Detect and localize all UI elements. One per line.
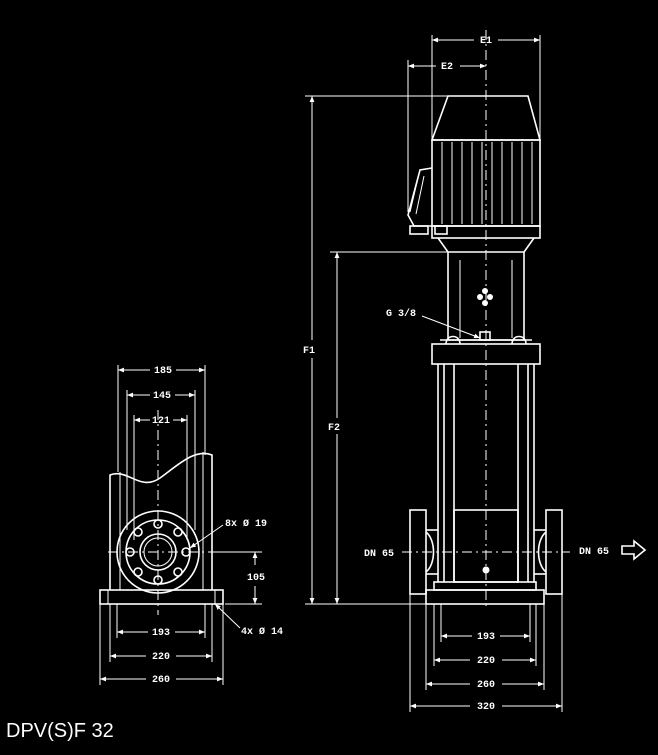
left-dim-105: 105 [247, 573, 265, 584]
left-dim-260: 260 [152, 675, 170, 686]
outlet-dn-label: DN 65 [579, 547, 609, 558]
motor-cooling-fins [441, 142, 533, 224]
right-dim-193: 193 [477, 632, 495, 643]
left-bolt-holes-label: 8x Ø 19 [225, 518, 267, 530]
left-pump-body [109, 452, 213, 590]
dim-E1: E1 [480, 36, 492, 47]
left-dim-145: 145 [153, 391, 171, 402]
left-base-holes-label: 4x Ø 14 [241, 626, 283, 638]
dim-E2: E2 [441, 62, 453, 73]
right-view: E1 E2 F1 F2 G 3/8 DN 65 DN 65 193 [303, 30, 647, 713]
right-dim-320: 320 [477, 702, 495, 713]
port-G-label: G 3/8 [386, 308, 416, 320]
coupling-symbol [477, 288, 493, 306]
flow-direction-arrow-icon [621, 539, 647, 561]
left-dim-121: 121 [152, 416, 170, 427]
left-dim-185: 185 [154, 366, 172, 377]
left-flange-bolt-holes [125, 519, 191, 585]
left-base [99, 589, 224, 605]
left-dim-193: 193 [152, 628, 170, 639]
dim-F1: F1 [303, 346, 315, 357]
right-dim-220: 220 [477, 656, 495, 667]
right-base [425, 589, 545, 605]
left-dim-220: 220 [152, 652, 170, 663]
drawing-title: DPV(S)F 32 [6, 720, 114, 742]
inlet-dn-label: DN 65 [364, 549, 394, 560]
dim-F2: F2 [328, 423, 340, 434]
right-dim-260: 260 [477, 680, 495, 691]
left-view: 185 145 121 8x Ø 19 105 4x Ø 14 193 [99, 365, 283, 686]
